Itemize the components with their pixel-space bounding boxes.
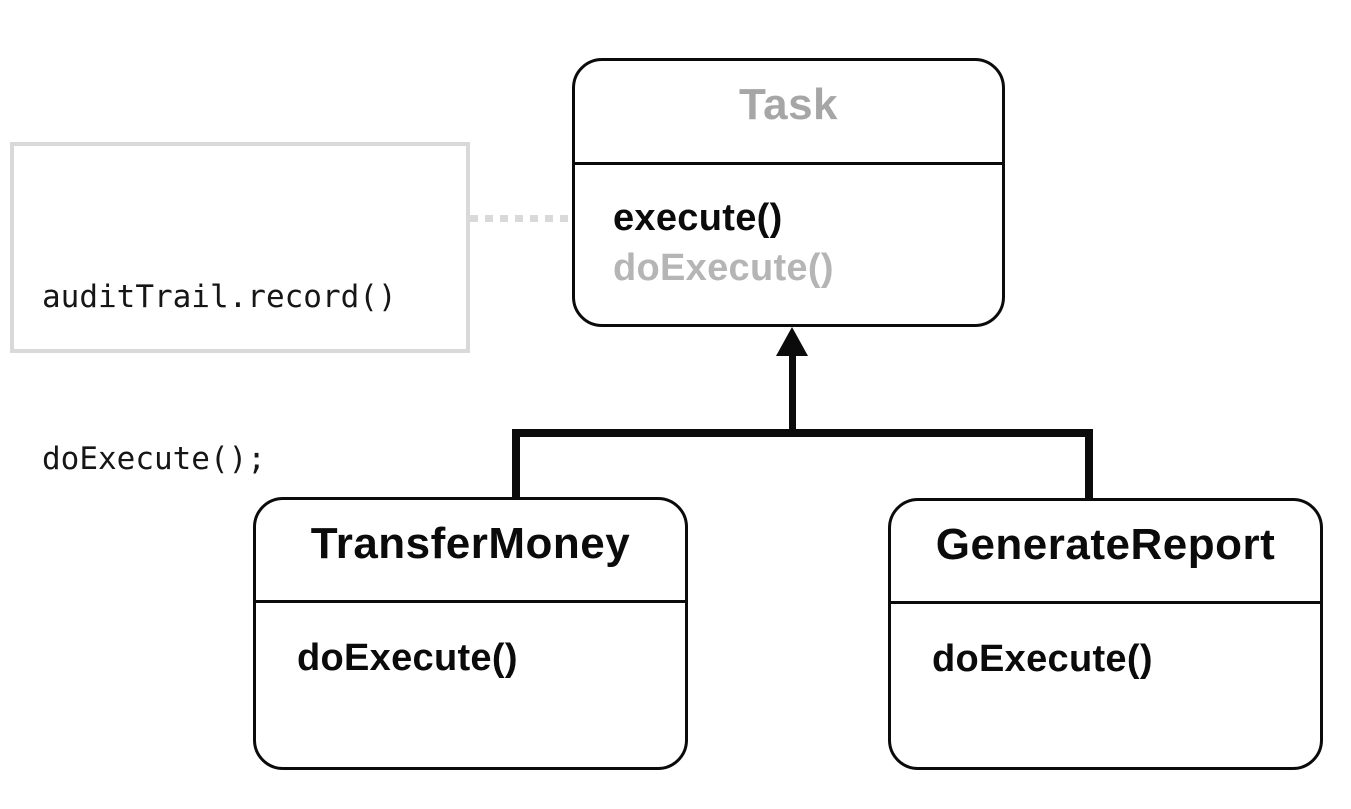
inheritance-connector-horizontal-line: [512, 429, 1093, 437]
class-header-generate-report: GenerateReport: [891, 501, 1320, 604]
class-title-task: Task: [738, 79, 839, 129]
method-doexecute-abstract: doExecute(): [613, 247, 834, 289]
method-execute: execute(): [613, 197, 783, 239]
code-line: doExecute();: [42, 441, 266, 477]
class-box-generate-report: GenerateReport doExecute(): [888, 498, 1323, 770]
class-title-transfer-money: TransferMoney: [310, 519, 631, 568]
inheritance-connector-left-drop-line: [512, 429, 520, 500]
inheritance-arrowhead-icon: [776, 327, 808, 356]
class-title-generate-report: GenerateReport: [935, 520, 1276, 569]
class-header-transfer-money: TransferMoney: [256, 500, 685, 603]
class-box-transfer-money: TransferMoney doExecute(): [253, 497, 688, 770]
method-doexecute-transfer: doExecute(): [297, 637, 518, 679]
note-dotted-connector-line: [470, 215, 573, 222]
class-box-task: Task execute() doExecute(): [572, 58, 1005, 327]
code-note: auditTrail.record() doExecute();: [10, 142, 470, 477]
class-body-generate-report: doExecute(): [891, 604, 1320, 684]
inheritance-arrow-shaft-line: [789, 352, 796, 437]
class-body-task: execute() doExecute(): [575, 165, 1002, 293]
class-body-transfer-money: doExecute(): [256, 603, 685, 683]
method-doexecute-report: doExecute(): [932, 638, 1153, 680]
class-header-task: Task: [575, 61, 1002, 165]
inheritance-connector-right-drop-line: [1085, 429, 1093, 500]
code-line: auditTrail.record(): [42, 279, 397, 315]
